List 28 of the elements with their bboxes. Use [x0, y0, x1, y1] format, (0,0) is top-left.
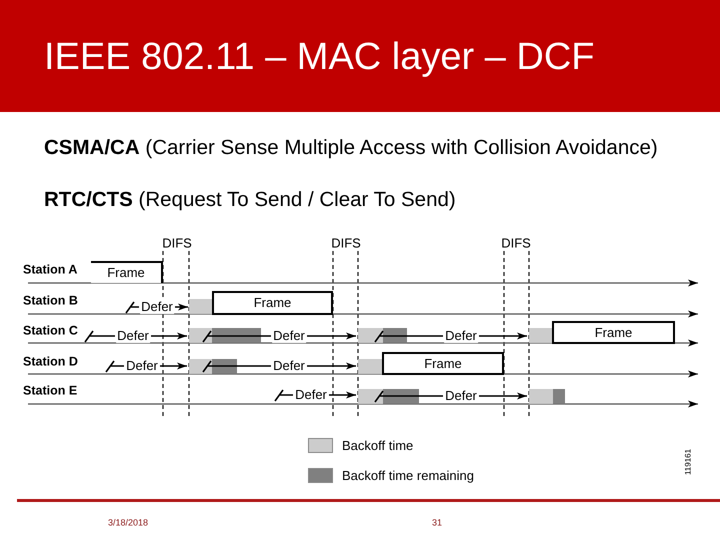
intro-text: RTC/CTS (Request To Send / Clear To Send)	[44, 188, 456, 212]
station-label: Station B	[23, 294, 78, 308]
difs-label: DIFS	[331, 236, 361, 250]
frame-box: Frame	[552, 321, 675, 344]
frame-box: Frame	[212, 291, 333, 314]
defer-label: Defer	[116, 329, 150, 343]
difs-label: DIFS	[162, 236, 192, 250]
defer-label: Defer	[294, 388, 328, 402]
station-label: Station A	[23, 262, 78, 278]
difs-label: DIFS	[501, 236, 531, 250]
defer-label: Defer	[140, 300, 174, 314]
intro-text: CSMA/CA (Carrier Sense Multiple Access with Collision Avoidance)	[44, 136, 658, 160]
station-label: Station C	[23, 324, 78, 338]
figure-number: 119161	[684, 448, 692, 476]
page-number: 31	[432, 518, 442, 528]
frame-box: Frame	[91, 261, 163, 282]
defer-label: Defer	[272, 329, 306, 343]
date-label: 3/18/2018	[108, 518, 148, 528]
defer-label: Defer	[272, 359, 306, 373]
defer-label: Defer	[125, 359, 159, 373]
slide-title: IEEE 802.11 – MAC layer – DCF	[44, 35, 595, 80]
station-label: Station D	[23, 354, 78, 370]
station-label: Station E	[23, 384, 78, 398]
frame-box: Frame	[382, 352, 504, 374]
defer-label: Defer	[444, 329, 478, 343]
legend-label: Backoff time remaining	[342, 468, 474, 483]
defer-label: Defer	[444, 389, 478, 403]
legend-label: Backoff time	[342, 438, 414, 453]
